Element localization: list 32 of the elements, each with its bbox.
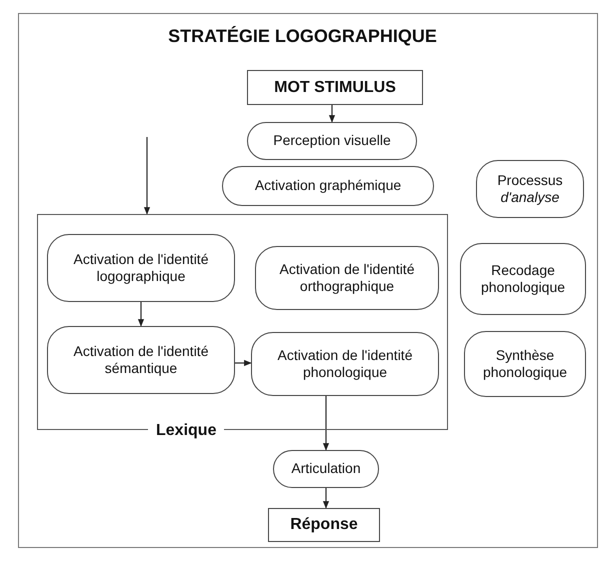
process-pill (476, 160, 584, 218)
process-label: Perception visuelle (273, 132, 391, 150)
terminal-box (268, 508, 380, 542)
process-pill (222, 166, 434, 206)
process-label: Processus d'analyse (496, 172, 564, 206)
terminal-label: MOT STIMULUS (274, 78, 396, 96)
arrow (322, 488, 330, 509)
arrow (322, 396, 330, 451)
arrow (235, 360, 252, 366)
process-pill (47, 234, 235, 302)
group-label: Lexique (148, 422, 224, 440)
process-pill (251, 332, 439, 396)
process-label: Activation de l'identité phonologique (276, 346, 414, 382)
process-label: Recodage phonologique (480, 262, 566, 296)
process-pill (47, 326, 235, 394)
process-pill (247, 122, 417, 160)
terminal-label: Réponse (290, 516, 358, 534)
process-pill (255, 246, 439, 310)
process-label: Activation de l'identité orthographique (278, 260, 416, 296)
process-label: Synthèse phonologique (482, 346, 568, 382)
arrow (328, 105, 336, 123)
arrow (144, 137, 150, 215)
process-pill (460, 243, 586, 315)
process-label: Activation de l'identité sémantique (72, 342, 210, 378)
process-label: Activation de l'identité logographique (72, 250, 210, 286)
arrow (138, 302, 144, 327)
process-label: Articulation (291, 460, 361, 478)
process-pill (273, 450, 379, 488)
process-label: Activation graphémique (254, 177, 402, 195)
process-pill (464, 331, 586, 397)
diagram-title: STRATÉGIE LOGOGRAPHIQUE (168, 26, 437, 46)
terminal-box (247, 70, 423, 105)
